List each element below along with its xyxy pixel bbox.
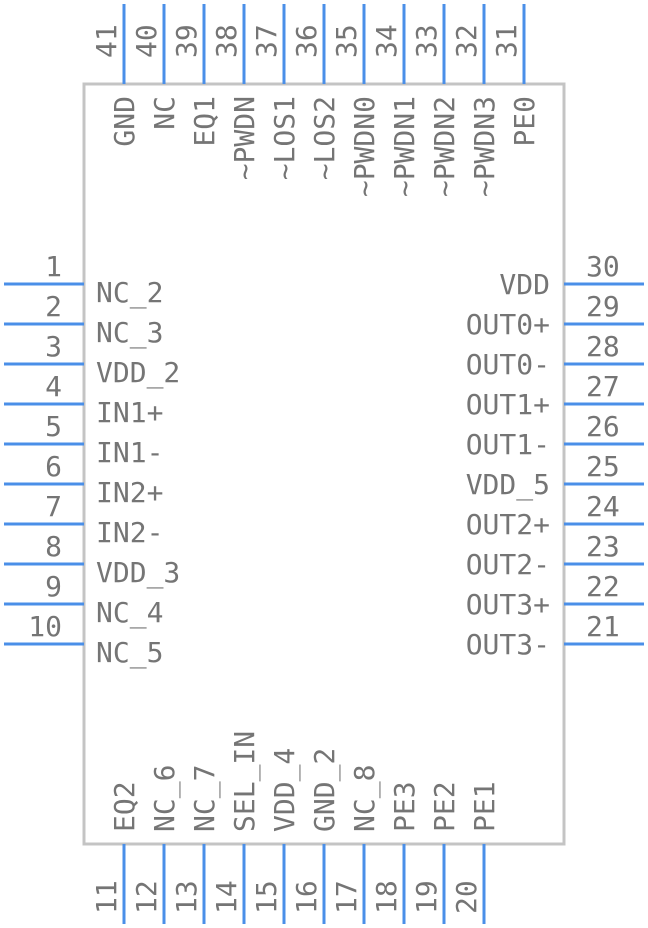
pin-2-number: 2 bbox=[45, 290, 62, 323]
pin-22-name: OUT3+ bbox=[466, 588, 550, 621]
pin-30-name: VDD bbox=[499, 268, 550, 301]
pin-28-name: OUT0- bbox=[466, 348, 550, 381]
pin-36-name: ~LOS2 bbox=[308, 96, 341, 180]
pin-40-number: 40 bbox=[130, 24, 163, 58]
pin-7-number: 7 bbox=[45, 490, 62, 523]
pin-29-name: OUT0+ bbox=[466, 308, 550, 341]
pin-32-number: 32 bbox=[450, 24, 483, 58]
pin-2-name: NC_3 bbox=[96, 316, 163, 350]
pin-25-number: 25 bbox=[586, 450, 620, 483]
pin-22-number: 22 bbox=[586, 570, 620, 603]
pin-39-name: EQ1 bbox=[188, 96, 221, 147]
pin-13-name: NC_7 bbox=[188, 765, 222, 832]
pin-10-number: 10 bbox=[28, 610, 62, 643]
pin-16-number: 16 bbox=[290, 880, 323, 914]
pin-5-name: IN1- bbox=[96, 436, 163, 469]
pin-20-number: 20 bbox=[450, 880, 483, 914]
pin-27-name: OUT1+ bbox=[466, 388, 550, 421]
pin-37-number: 37 bbox=[250, 24, 283, 58]
pin-5-number: 5 bbox=[45, 410, 62, 443]
pins-layer: 1NC_22NC_33VDD_24IN1+5IN1-6IN2+7IN2-8VDD… bbox=[4, 4, 644, 924]
pin-33-name: ~PWDN2 bbox=[428, 96, 461, 197]
pin-34-name: ~PWDN1 bbox=[388, 96, 421, 197]
pin-6-number: 6 bbox=[45, 450, 62, 483]
pin-10-name: NC_5 bbox=[96, 636, 163, 670]
pin-9-name: NC_4 bbox=[96, 596, 163, 630]
pin-14-name: SEL_IN bbox=[228, 731, 262, 832]
pin-40-name: NC bbox=[148, 96, 181, 130]
pin-41-number: 41 bbox=[90, 24, 123, 58]
pin-12-name: NC_6 bbox=[148, 765, 182, 832]
pin-3-name: VDD_2 bbox=[96, 356, 180, 390]
pin-36-number: 36 bbox=[290, 24, 323, 58]
pin-33-number: 33 bbox=[410, 24, 443, 58]
pin-35-number: 35 bbox=[330, 24, 363, 58]
pin-1-name: NC_2 bbox=[96, 276, 163, 310]
pin-11-number: 11 bbox=[90, 880, 123, 914]
pin-26-number: 26 bbox=[586, 410, 620, 443]
pin-32-name: ~PWDN3 bbox=[468, 96, 501, 197]
pin-17-name: NC_8 bbox=[348, 765, 382, 832]
pin-15-name: VDD_4 bbox=[268, 748, 302, 832]
pin-17-number: 17 bbox=[330, 880, 363, 914]
pin-34-number: 34 bbox=[370, 24, 403, 58]
pin-16-name: GND_2 bbox=[308, 748, 342, 832]
pin-20-name: PE1 bbox=[468, 781, 501, 832]
pin-24-name: OUT2+ bbox=[466, 508, 550, 541]
pin-28-number: 28 bbox=[586, 330, 620, 363]
pin-7-name: IN2- bbox=[96, 516, 163, 549]
pin-21-name: OUT3- bbox=[466, 628, 550, 661]
pin-23-number: 23 bbox=[586, 530, 620, 563]
pin-26-name: OUT1- bbox=[466, 428, 550, 461]
pin-31-number: 31 bbox=[490, 24, 523, 58]
pin-18-name: PE3 bbox=[388, 781, 421, 832]
pin-21-number: 21 bbox=[586, 610, 620, 643]
pin-24-number: 24 bbox=[586, 490, 620, 523]
pin-14-number: 14 bbox=[210, 880, 243, 914]
pin-11-name: EQ2 bbox=[108, 781, 141, 832]
pin-38-name: ~PWDN bbox=[228, 96, 261, 180]
pin-4-name: IN1+ bbox=[96, 396, 163, 429]
pin-6-name: IN2+ bbox=[96, 476, 163, 509]
pin-23-name: OUT2- bbox=[466, 548, 550, 581]
pin-15-number: 15 bbox=[250, 880, 283, 914]
pin-25-name: VDD_5 bbox=[466, 468, 550, 502]
pin-19-name: PE2 bbox=[428, 781, 461, 832]
pin-9-number: 9 bbox=[45, 570, 62, 603]
pin-13-number: 13 bbox=[170, 880, 203, 914]
pin-8-number: 8 bbox=[45, 530, 62, 563]
pin-1-number: 1 bbox=[45, 250, 62, 283]
pin-39-number: 39 bbox=[170, 24, 203, 58]
pin-3-number: 3 bbox=[45, 330, 62, 363]
pin-18-number: 18 bbox=[370, 880, 403, 914]
pin-35-name: ~PWDN0 bbox=[348, 96, 381, 197]
pin-29-number: 29 bbox=[586, 290, 620, 323]
pin-37-name: ~LOS1 bbox=[268, 96, 301, 180]
pin-4-number: 4 bbox=[45, 370, 62, 403]
pin-31-name: PE0 bbox=[508, 96, 541, 147]
pin-27-number: 27 bbox=[586, 370, 620, 403]
pin-38-number: 38 bbox=[210, 24, 243, 58]
pin-19-number: 19 bbox=[410, 880, 443, 914]
pin-8-name: VDD_3 bbox=[96, 556, 180, 590]
pin-12-number: 12 bbox=[130, 880, 163, 914]
pin-30-number: 30 bbox=[586, 250, 620, 283]
pin-41-name: GND bbox=[108, 96, 141, 147]
